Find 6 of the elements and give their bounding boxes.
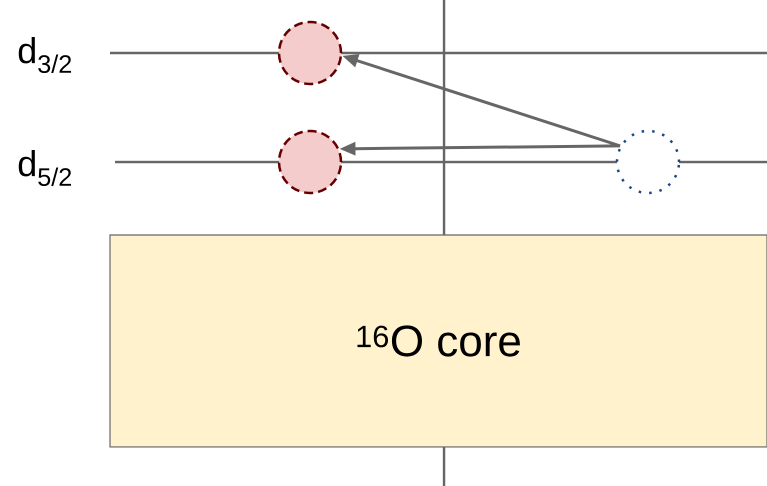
level-label: d$_{5/2}$ (18, 150, 72, 186)
circle (616, 130, 680, 194)
circle (278, 130, 342, 194)
circle (278, 20, 342, 86)
level-label: d$_{3/2}$ (18, 37, 72, 73)
core-box: $^{16}$O core (109, 234, 767, 448)
